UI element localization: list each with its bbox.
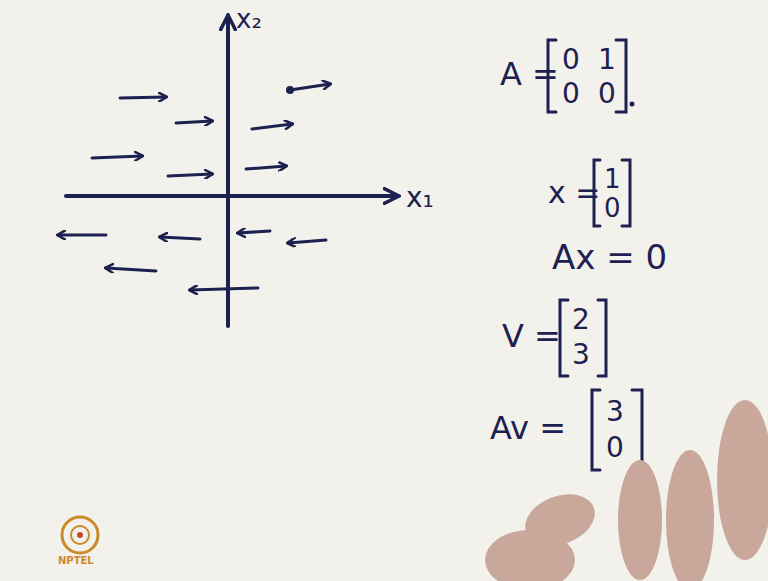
vector-entry: 3 bbox=[572, 341, 590, 369]
matrix-name: A = bbox=[500, 58, 559, 90]
matrix-entry: 0 bbox=[562, 80, 580, 108]
vector-name: V = bbox=[502, 320, 561, 352]
vector-entry: 2 bbox=[572, 306, 590, 334]
vector-field-left bbox=[58, 231, 326, 290]
matrix-entry: 0 bbox=[562, 46, 580, 74]
vector-name: Av = bbox=[490, 412, 566, 444]
matrix-entry: 0 bbox=[598, 80, 616, 108]
axis-label: x₁ bbox=[406, 184, 434, 212]
x1-axis bbox=[66, 194, 398, 198]
vector-entry: 0 bbox=[606, 434, 624, 462]
vector-name: x = bbox=[548, 178, 600, 208]
logo-text: NPTEL bbox=[58, 556, 94, 566]
vector-entry: 3 bbox=[606, 398, 624, 426]
x2-axis bbox=[226, 16, 230, 326]
matrix-entry: 1 bbox=[598, 46, 616, 74]
lecturer-hand bbox=[485, 400, 768, 581]
vector-entry: 0 bbox=[604, 195, 621, 221]
axis-label: x₂ bbox=[236, 6, 262, 32]
equation: Ax = 0 bbox=[552, 240, 667, 274]
nptel-logo bbox=[62, 517, 98, 553]
vector-entry: 1 bbox=[604, 166, 621, 192]
vector-field-right bbox=[92, 84, 330, 176]
